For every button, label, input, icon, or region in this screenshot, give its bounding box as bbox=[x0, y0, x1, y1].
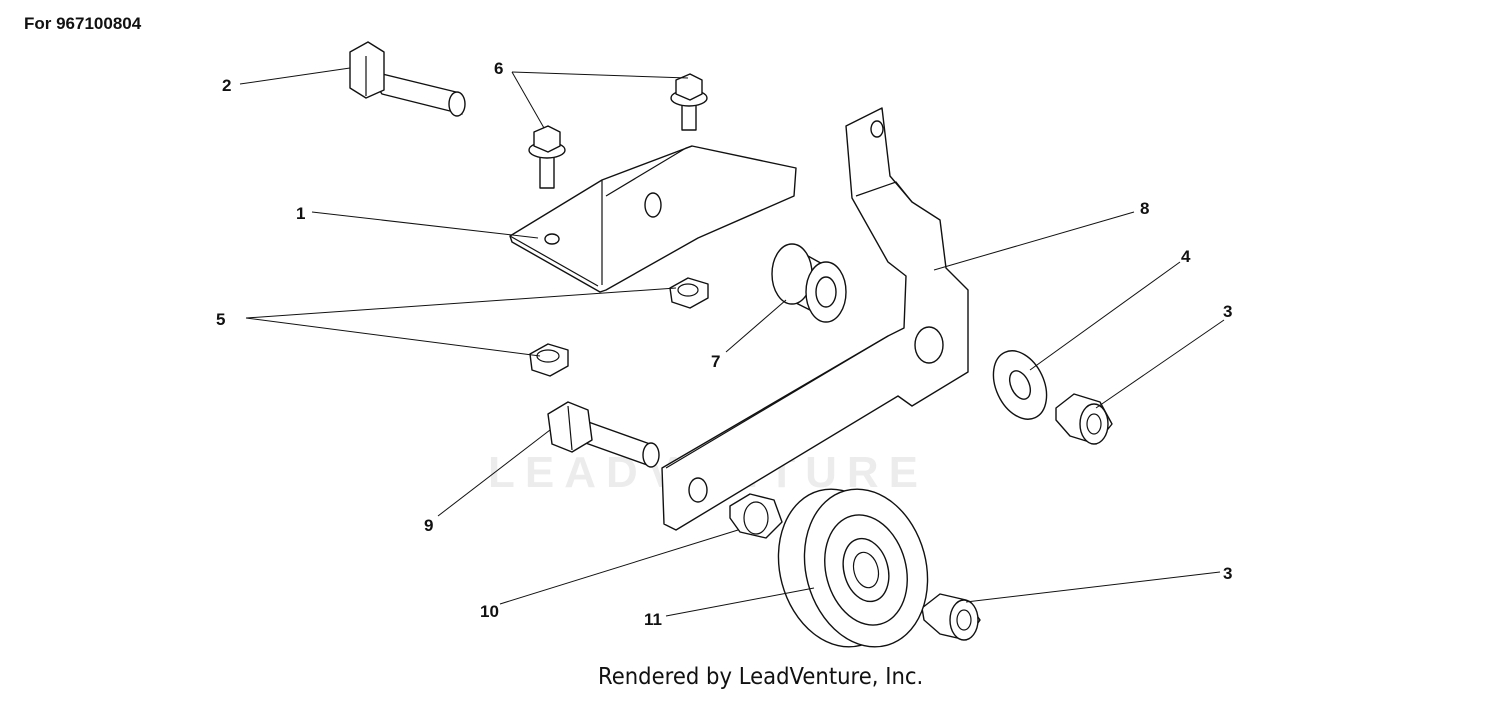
leader-lines bbox=[239, 67, 1225, 617]
callout-3a: 3 bbox=[1223, 302, 1232, 321]
page-title: For 967100804 bbox=[24, 14, 142, 33]
idler-arm-part[interactable] bbox=[661, 107, 969, 531]
callout-9: 9 bbox=[424, 516, 433, 535]
callout-1: 1 bbox=[296, 204, 305, 223]
callout-4: 4 bbox=[1181, 247, 1191, 266]
callout-5: 5 bbox=[216, 310, 225, 329]
callout-10: 10 bbox=[480, 602, 499, 621]
flange-bolt-6b-part[interactable] bbox=[670, 73, 708, 131]
callout-6: 6 bbox=[494, 59, 503, 78]
bracket-part[interactable] bbox=[509, 145, 797, 293]
nut-10-part[interactable] bbox=[729, 493, 783, 539]
spacer-part[interactable] bbox=[771, 243, 847, 323]
bolt-2-part[interactable] bbox=[349, 41, 466, 117]
lock-nut-3a-part[interactable] bbox=[1055, 393, 1113, 445]
flange-bolt-6a-part[interactable] bbox=[528, 125, 566, 189]
bolt-9-part[interactable] bbox=[547, 401, 660, 468]
footer-credit: Rendered by LeadVenture, Inc. bbox=[598, 664, 924, 690]
nut-5b-part[interactable] bbox=[529, 343, 569, 377]
lock-nut-3b-part[interactable] bbox=[921, 593, 981, 641]
washer-part[interactable] bbox=[983, 342, 1057, 428]
callout-3b: 3 bbox=[1223, 564, 1232, 583]
callout-7: 7 bbox=[711, 352, 720, 371]
callout-11: 11 bbox=[644, 610, 662, 629]
nut-5a-part[interactable] bbox=[669, 277, 709, 309]
idler-pulley-part[interactable] bbox=[761, 475, 944, 661]
callout-2: 2 bbox=[222, 76, 231, 95]
callout-labels: 1 2 3 3 4 5 6 7 8 9 10 11 bbox=[216, 59, 1232, 629]
callout-8: 8 bbox=[1140, 199, 1149, 218]
